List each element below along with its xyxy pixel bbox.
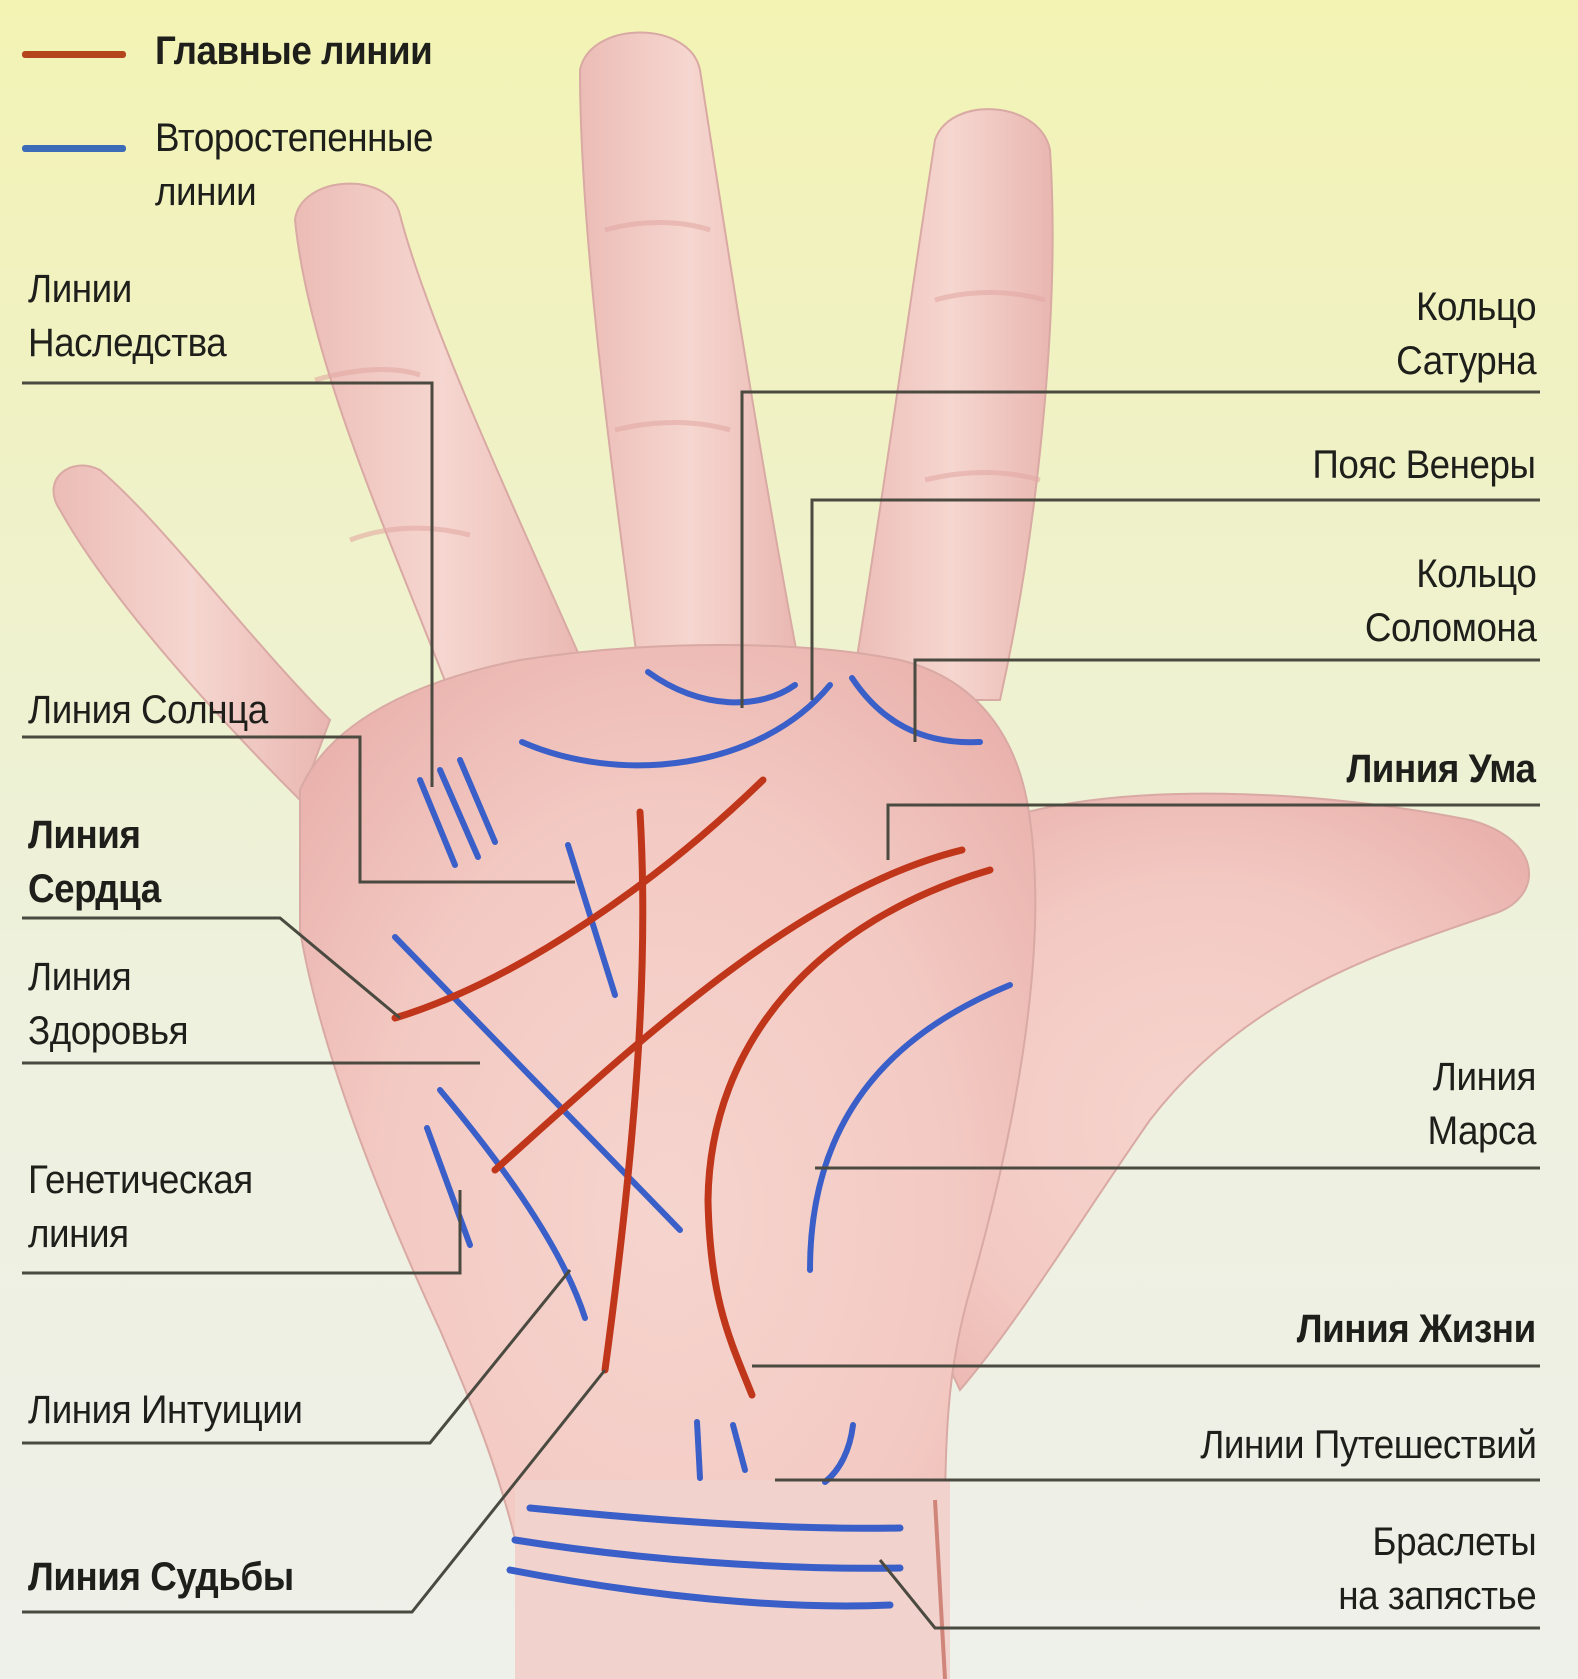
label-sun-line: Линия Солнца bbox=[28, 688, 268, 732]
label-travel-lines: Линии Путешествий bbox=[1199, 1423, 1537, 1467]
main-lines bbox=[391, 776, 994, 1399]
label-heart-line: Линия Сердца bbox=[28, 813, 161, 911]
legend-secondary-swatch bbox=[22, 145, 126, 152]
label-genetic-line: Генетическая линия bbox=[28, 1158, 253, 1256]
label-ring-of-saturn: Кольцо Сатурна bbox=[1396, 285, 1536, 383]
legend-main-label: Главные линии bbox=[155, 29, 433, 73]
label-intuition-line: Линия Интуиции bbox=[28, 1388, 303, 1432]
label-heredity-lines: Линии Наследства bbox=[28, 267, 227, 365]
label-mars-line: Линия Марса bbox=[1427, 1055, 1536, 1153]
label-girdle-of-venus: Пояс Венеры bbox=[1312, 443, 1537, 487]
legend-main-swatch bbox=[22, 51, 126, 58]
legend-secondary-label: Второстепенные линии bbox=[155, 116, 433, 214]
secondary-lines bbox=[392, 669, 1013, 1610]
label-health-line: Линия Здоровья bbox=[28, 955, 189, 1053]
label-mind-line: Линия Ума bbox=[1346, 747, 1537, 791]
label-wrist-bracelets: Браслеты на запястье bbox=[1337, 1520, 1537, 1618]
leader-lines bbox=[22, 381, 1540, 1630]
finger-creases bbox=[314, 220, 1046, 543]
label-life-line: Линия Жизни bbox=[1297, 1307, 1536, 1351]
label-fate-line: Линия Судьбы bbox=[28, 1555, 294, 1599]
label-ring-of-solomon: Кольцо Соломона bbox=[1364, 552, 1537, 650]
